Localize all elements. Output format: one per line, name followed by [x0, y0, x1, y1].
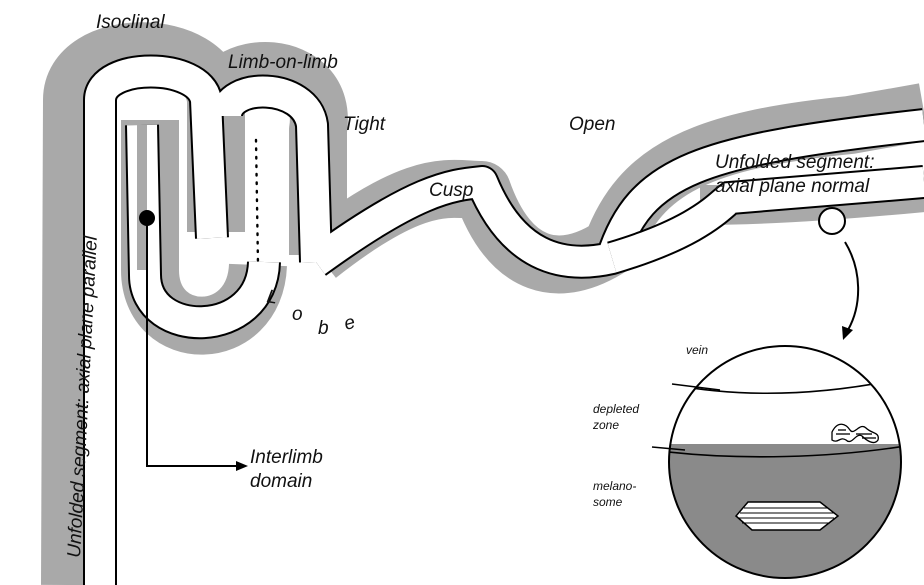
label-limb-on-limb: Limb-on-limb [228, 52, 338, 73]
inset-arrowhead [842, 326, 853, 340]
label-lobe-o: o [292, 304, 303, 325]
label-depleted-1: depleted [593, 402, 639, 416]
label-lobe-e: e [342, 312, 358, 335]
interlimb-arrowhead [236, 461, 248, 471]
label-depleted-2: zone [592, 418, 619, 432]
label-open: Open [569, 114, 615, 135]
label-interlimb-1: Interlimb [250, 447, 323, 468]
depleted-zone-squiggle [832, 424, 878, 442]
inset-content [660, 378, 920, 584]
label-melanosome-2: some [593, 495, 623, 509]
label-lobe-b: b [318, 318, 329, 339]
melanosome-crystal [736, 502, 838, 530]
label-interlimb-2: domain [250, 471, 312, 492]
label-melanosome-1: melano- [593, 479, 636, 493]
label-cusp: Cusp [429, 180, 473, 201]
label-vein: vein [686, 343, 708, 357]
label-unfolded-normal-1: Unfolded segment: [715, 152, 875, 173]
sample-marker-circle [819, 208, 845, 234]
lobe-axial-trace [256, 140, 258, 265]
label-unfolded-normal-2: axial plane normal [715, 176, 870, 197]
label-tight: Tight [343, 114, 386, 135]
inset-arrow [845, 242, 858, 330]
label-isoclinal: Isoclinal [96, 12, 165, 33]
